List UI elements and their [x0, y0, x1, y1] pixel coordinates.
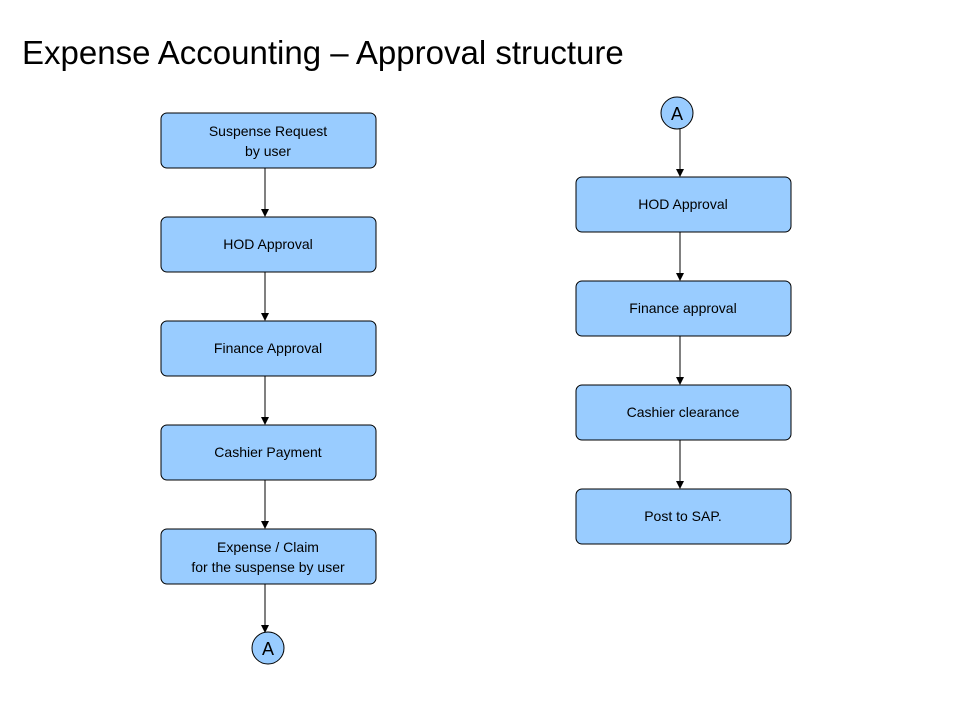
step-finance-approval: Finance approval [575, 280, 792, 337]
step-label-line: Finance Approval [214, 340, 322, 356]
right-flow: A HOD Approval Finance approval Cashier … [575, 96, 792, 545]
step-hod-approval: HOD Approval [575, 176, 792, 233]
step-label-line: Expense / Claim [217, 539, 319, 555]
step-label-line: Suspense Request [209, 123, 327, 139]
connector-a-end: A [251, 631, 285, 665]
step-label-line: HOD Approval [638, 196, 727, 212]
page-title: Expense Accounting – Approval structure [22, 34, 624, 71]
step-cashier-clearance: Cashier clearance [575, 384, 792, 441]
step-expense-claim: Expense / Claim for the suspense by user [160, 528, 377, 585]
step-post-to-sap: Post to SAP. [575, 488, 792, 545]
step-label-line: Finance approval [629, 300, 736, 316]
connector-a-start: A [660, 96, 694, 130]
step-suspense-request: Suspense Request by user [160, 112, 377, 169]
step-label-line: Post to SAP. [644, 508, 722, 524]
step-label-line: HOD Approval [223, 236, 312, 252]
connector-label: A [671, 104, 683, 124]
step-finance-approval: Finance Approval [160, 320, 377, 377]
step-label-line: Cashier Payment [214, 444, 321, 460]
step-label-line: Cashier clearance [627, 404, 740, 420]
step-hod-approval: HOD Approval [160, 216, 377, 273]
connector-label: A [262, 639, 274, 659]
left-flow: Suspense Request by user HOD Approval Fi… [160, 112, 377, 665]
step-label-line: by user [245, 143, 291, 159]
step-cashier-payment: Cashier Payment [160, 424, 377, 481]
step-label-line: for the suspense by user [191, 559, 345, 575]
